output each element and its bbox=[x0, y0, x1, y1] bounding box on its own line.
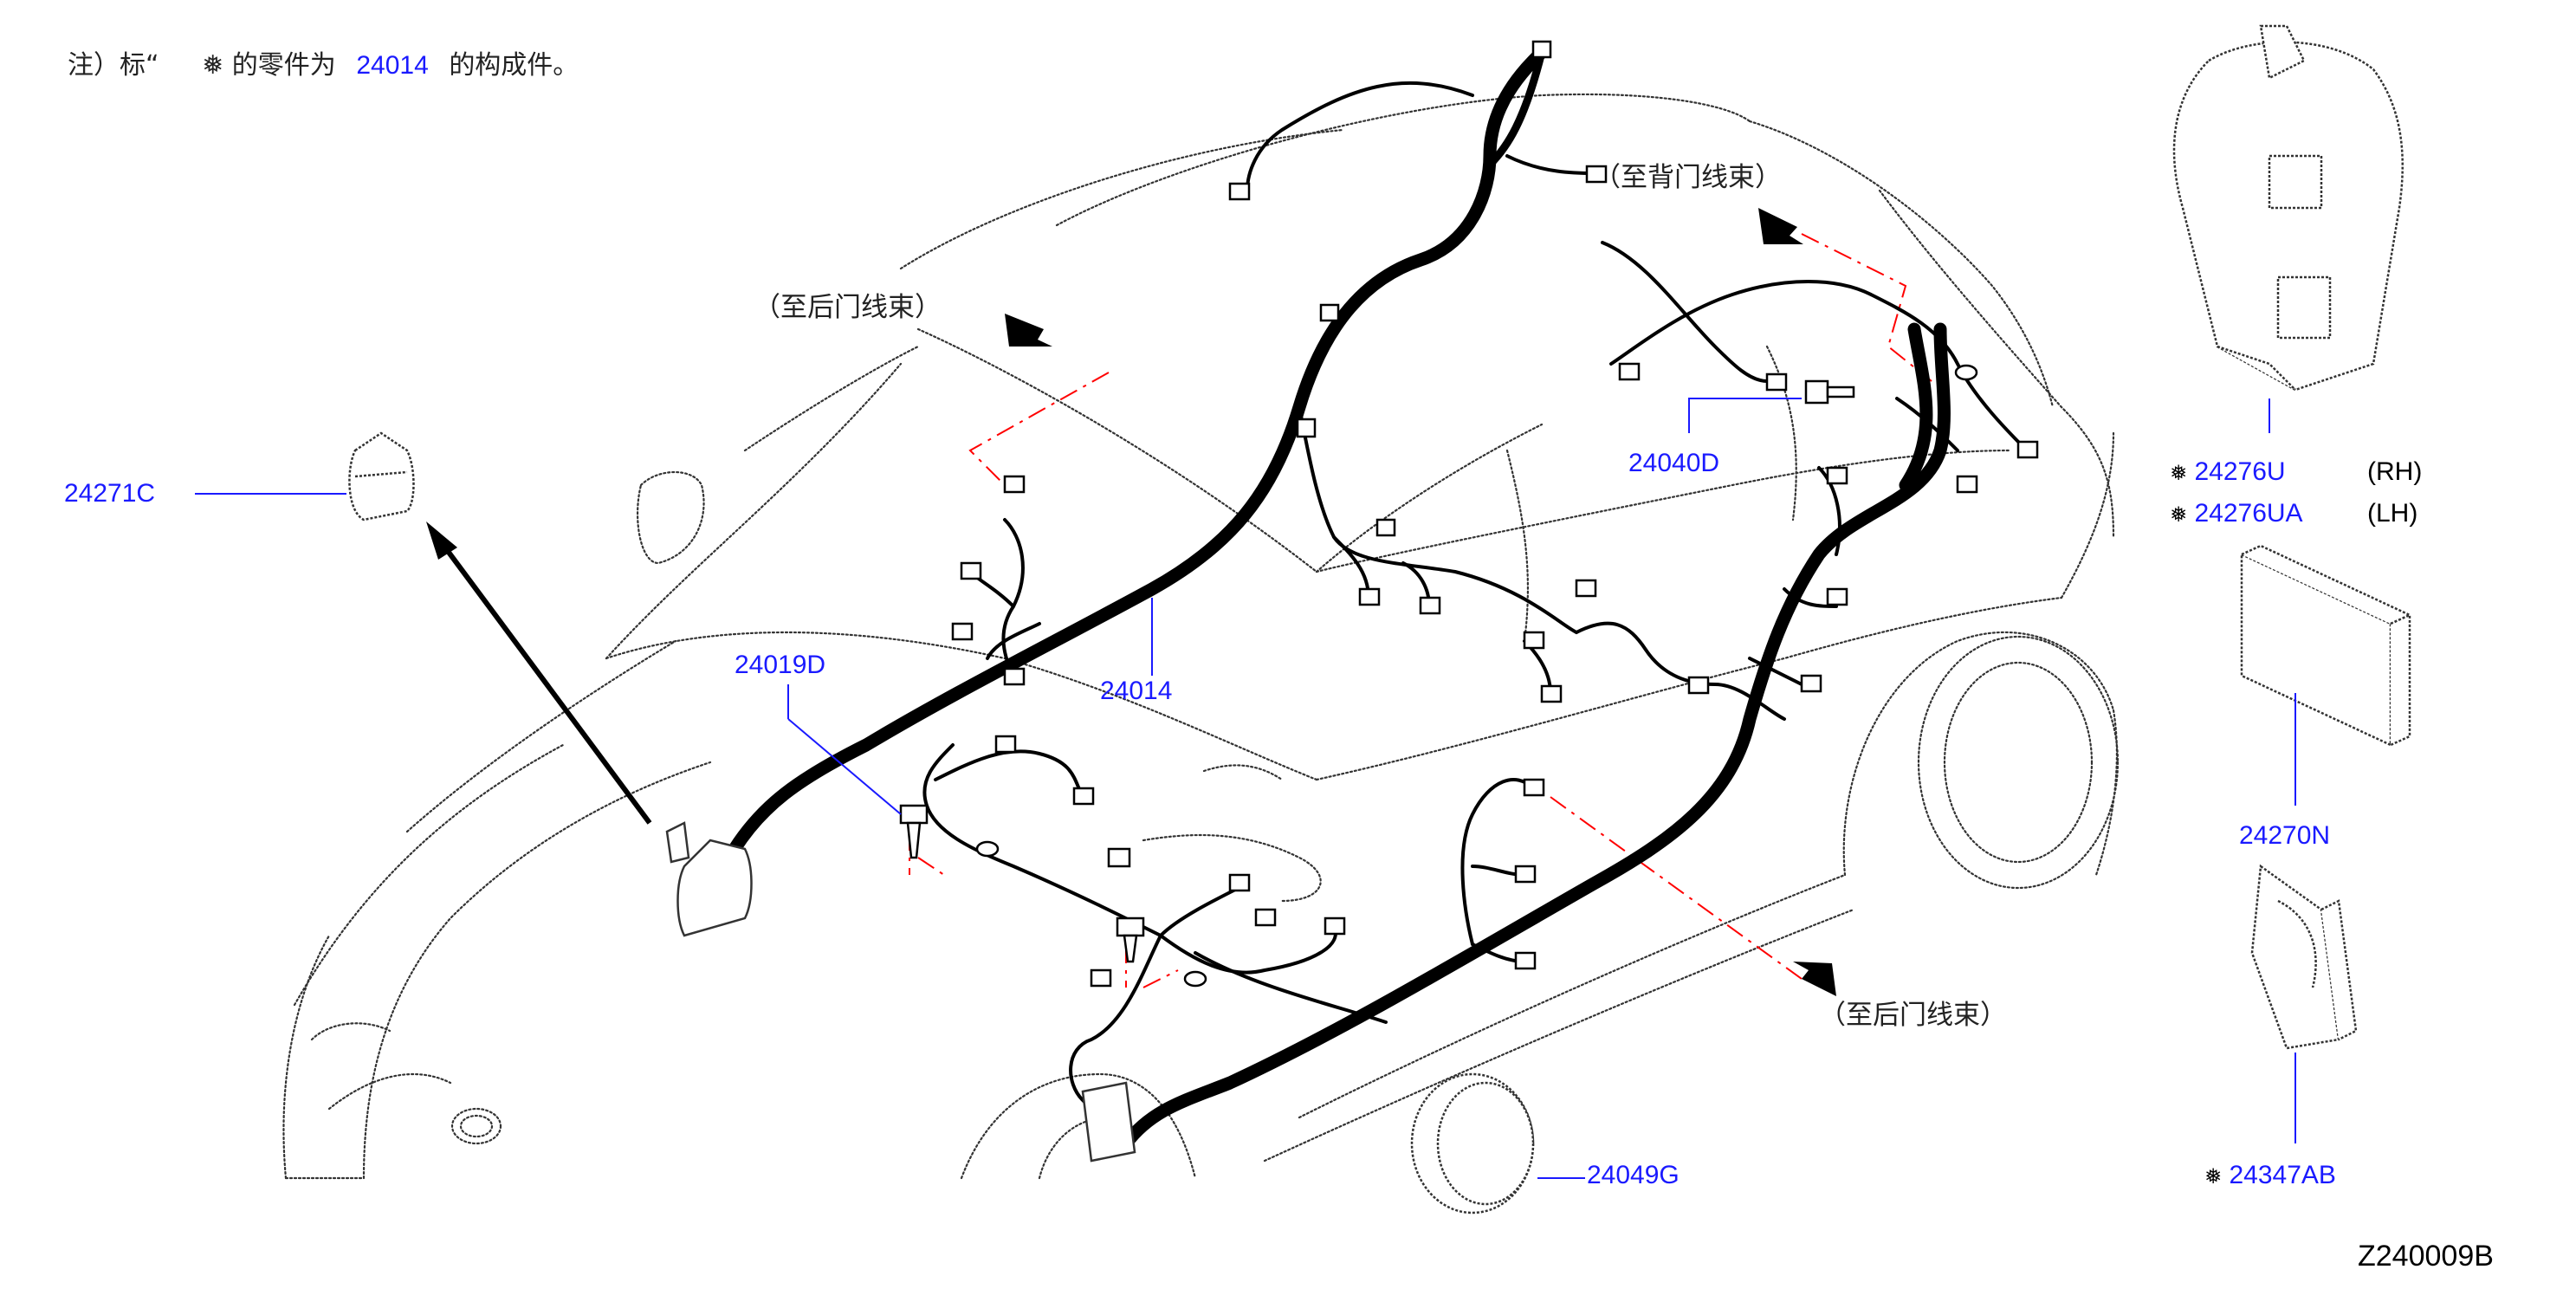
side-lh-label: (LH) bbox=[2367, 499, 2418, 528]
callout-24276UA[interactable]: 24276UA bbox=[2194, 499, 2303, 528]
cap-24271C bbox=[348, 431, 415, 521]
note-suffix: 的构成件。 bbox=[449, 50, 579, 81]
bracket-24276U bbox=[2172, 24, 2404, 392]
car-body-outline bbox=[282, 93, 2120, 1180]
branch-wires bbox=[922, 81, 2029, 1145]
callout-24019D[interactable]: 24019D bbox=[735, 651, 826, 679]
note-symbol-icon: ❅ bbox=[202, 50, 224, 81]
flower-mark-icon: ❅ bbox=[2170, 462, 2188, 485]
callout-24276U[interactable]: 24276U bbox=[2194, 457, 2286, 486]
direction-rear-door-bottom: （至后门线束） bbox=[1819, 1000, 2007, 1031]
plug-24049G bbox=[1410, 1072, 1535, 1215]
callout-24040D[interactable]: 24040D bbox=[1628, 449, 1720, 477]
callout-24271C[interactable]: 24271C bbox=[64, 479, 156, 508]
diagram-code: Z240009B bbox=[2358, 1240, 2494, 1273]
note-prefix: 注）标“ bbox=[68, 50, 159, 81]
flower-mark-icon: ❅ bbox=[2204, 1165, 2223, 1189]
direction-back-door: （至背门线束） bbox=[1594, 162, 1782, 193]
main-harness bbox=[728, 45, 1951, 1150]
front-junction-block bbox=[665, 821, 753, 937]
callout-24347AB[interactable]: 24347AB bbox=[2229, 1161, 2336, 1189]
direction-rear-door-top: （至后门线束） bbox=[754, 292, 942, 323]
leader-lines bbox=[195, 398, 2296, 1179]
callout-24049G[interactable]: 24049G bbox=[1587, 1161, 1680, 1189]
centerlines bbox=[909, 233, 1932, 988]
legend-note: 注）标“ ❅ 的零件为 24014 的构成件。 bbox=[68, 43, 579, 81]
bolts bbox=[899, 364, 1978, 988]
arrow-head bbox=[426, 521, 457, 560]
connectors bbox=[951, 40, 2039, 988]
flower-mark-icon: ❅ bbox=[2170, 503, 2188, 527]
callout-24014[interactable]: 24014 bbox=[1100, 677, 1173, 705]
note-middle: 的零件为 bbox=[231, 50, 336, 81]
callout-24270N[interactable]: 24270N bbox=[2239, 821, 2331, 850]
clip-24347AB bbox=[2250, 864, 2358, 1050]
callout-row-24276UA: ❅ 24276UA (LH) bbox=[2170, 499, 2417, 528]
callout-row-24347AB: ❅ 24347AB bbox=[2204, 1163, 2336, 1189]
side-rh-label: (RH) bbox=[2367, 457, 2423, 486]
direction-arrows bbox=[1005, 208, 1836, 996]
module-24270N bbox=[2240, 544, 2412, 747]
callout-row-24276U: ❅ 24276U (RH) bbox=[2170, 457, 2422, 486]
rear-junction-block bbox=[1081, 1081, 1136, 1163]
note-part-number[interactable]: 24014 bbox=[356, 51, 429, 80]
